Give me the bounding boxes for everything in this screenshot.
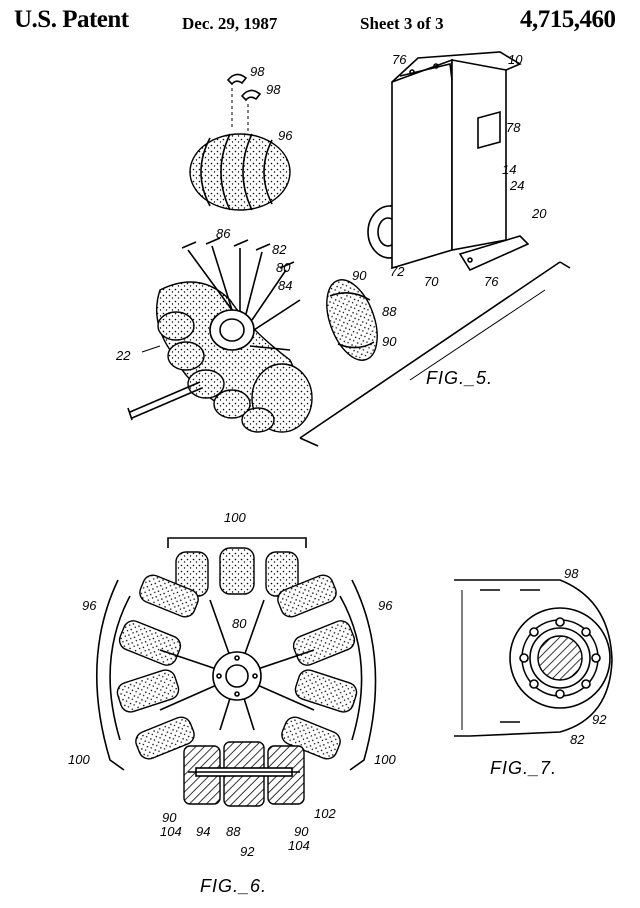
fig5-label-10: 10 <box>508 52 523 67</box>
fig5-label-82: 82 <box>272 242 287 257</box>
fig5-clip <box>240 89 262 102</box>
fig5-wheel-22 <box>127 237 313 433</box>
fig5-dash-guide <box>231 88 249 140</box>
fig6-label-104-right: 104 <box>288 838 310 853</box>
fig5-label-24: 24 <box>509 178 524 193</box>
fig5-roller-88 <box>326 279 378 361</box>
figure-6: 100 96 96 80 100 100 90 104 94 88 92 90 … <box>68 510 396 896</box>
fig5-label-96: 96 <box>278 128 293 143</box>
fig7-label-92: 92 <box>592 712 607 727</box>
sheet-number: Sheet 3 of 3 <box>360 14 444 33</box>
fig5-label-22: 22 <box>115 348 131 363</box>
fig5-label-86: 86 <box>216 226 231 241</box>
fig5-label-90-b: 90 <box>382 334 397 349</box>
fig6-bracket-left <box>95 579 125 771</box>
fig5-frame <box>391 51 530 272</box>
fig5-label-72: 72 <box>390 264 405 279</box>
fig5-label-90-a: 90 <box>352 268 367 283</box>
fig6-rollers-left <box>116 574 199 760</box>
fig6-rollers-right <box>277 574 358 760</box>
fig5-clip <box>226 73 248 86</box>
fig5-label-76-b: 76 <box>484 274 499 289</box>
fig6-bracket-right-inner <box>339 595 363 741</box>
fig5-ground-line-2 <box>409 289 546 381</box>
fig5-label-98-a: 98 <box>250 64 265 79</box>
fig7-label-98: 98 <box>564 566 579 581</box>
fig6-label-92: 92 <box>240 844 255 859</box>
fig5-ground-line <box>299 261 571 447</box>
fig6-label-80: 80 <box>232 616 247 631</box>
fig5-label-76-a: 76 <box>392 52 407 67</box>
fig6-bracket-right <box>349 579 377 771</box>
fig5-label-80: 80 <box>276 260 291 275</box>
fig6-label-100-top: 100 <box>224 510 246 525</box>
fig6-bracket-left-inner <box>109 595 131 741</box>
fig5-label-20: 20 <box>531 206 547 221</box>
fig6-label-88: 88 <box>226 824 241 839</box>
fig7-housing-outline <box>454 579 613 737</box>
fig5-label-84: 84 <box>278 278 292 293</box>
fig7-slots <box>480 589 540 723</box>
fig5-label-88: 88 <box>382 304 397 319</box>
fig7-bearing <box>509 607 611 709</box>
fig6-label-100-left: 100 <box>68 752 90 767</box>
fig6-section-bottom <box>183 741 305 807</box>
patent-label: U.S. Patent <box>14 6 129 33</box>
patent-number: 4,715,460 <box>520 6 616 33</box>
fig6-rollers-top <box>175 547 299 597</box>
fig6-caption: FIG._6. <box>200 876 267 896</box>
patent-date: Dec. 29, 1987 <box>182 14 278 33</box>
fig5-label-98-b: 98 <box>266 82 281 97</box>
fig6-label-96-left: 96 <box>82 598 97 613</box>
fig6-label-94: 94 <box>196 824 210 839</box>
fig6-label-90-left: 90 <box>162 810 177 825</box>
figure-7: 98 92 82 FIG._7. <box>454 566 613 778</box>
fig5-label-78: 78 <box>506 120 521 135</box>
fig6-bracket-top <box>167 537 307 548</box>
fig6-label-96-right: 96 <box>378 598 393 613</box>
fig5-label-14: 14 <box>502 162 516 177</box>
fig7-label-82: 82 <box>570 732 585 747</box>
fig6-label-90-right: 90 <box>294 824 309 839</box>
fig5-caption: FIG._5. <box>426 368 493 388</box>
fig5-leader-22 <box>141 345 161 353</box>
figure-5: 98 98 96 86 82 80 84 22 90 88 90 72 70 7… <box>115 51 571 447</box>
fig6-hub <box>159 599 315 731</box>
fig6-label-102: 102 <box>314 806 336 821</box>
fig5-roller-96 <box>189 133 291 211</box>
fig5-label-70: 70 <box>424 274 439 289</box>
fig7-caption: FIG._7. <box>490 758 557 778</box>
fig6-label-100-right: 100 <box>374 752 396 767</box>
fig6-label-104-left: 104 <box>160 824 182 839</box>
